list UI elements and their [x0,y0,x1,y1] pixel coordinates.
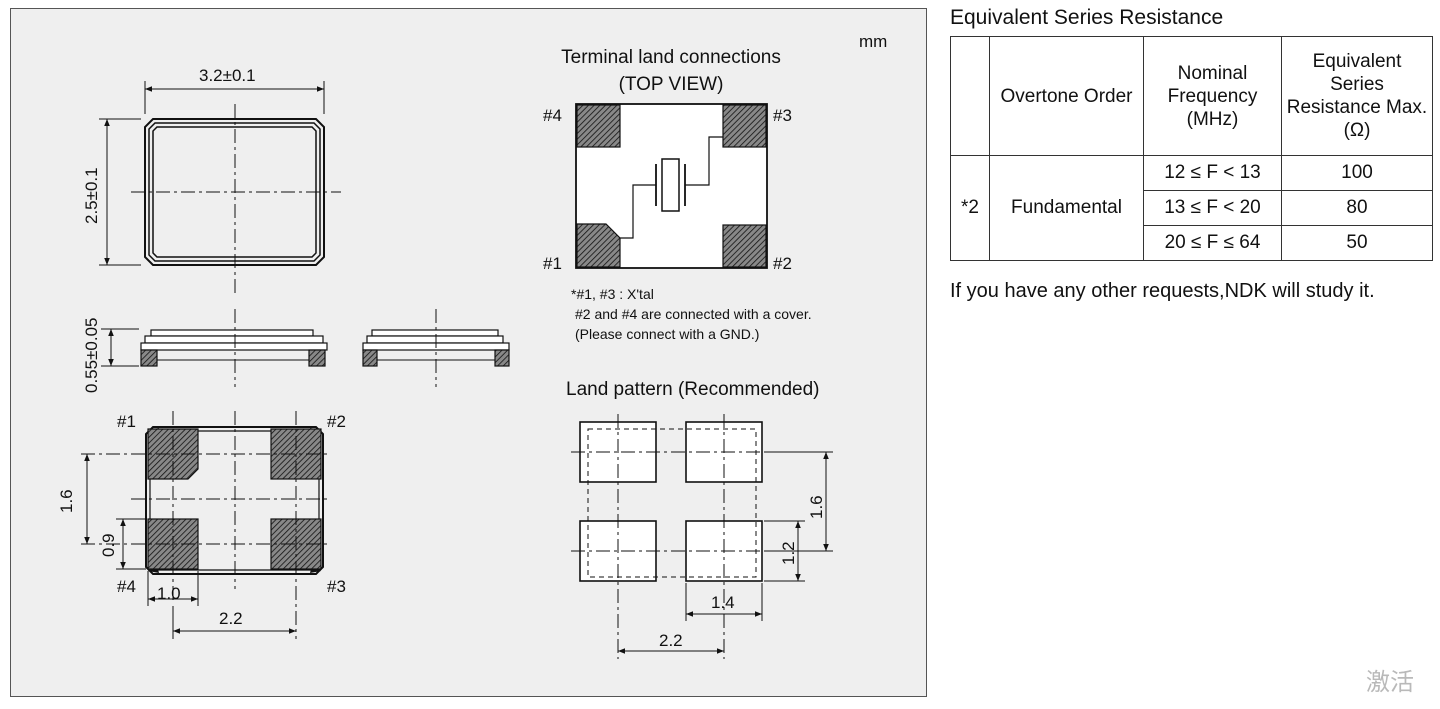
land-pad-h-dimension: 1.2 [779,541,798,565]
esr-value-cell: 100 [1281,155,1433,191]
bottom-pin-2: #2 [327,412,346,431]
esr-table-title: Equivalent Series Resistance [950,6,1224,29]
outline-top-view [99,81,341,294]
terminal-pin-3: #3 [773,106,792,125]
activation-watermark: 激活 [1366,669,1414,696]
terminal-note-3: (Please connect with a GND.) [575,326,759,342]
esr-order-cell: Fundamental [989,155,1144,261]
esr-header-frequency: Nominal Frequency (MHz) [1143,36,1282,156]
land-pitch-h-dimension: 2.2 [659,631,683,650]
table-row: 20 ≤ F ≤ 64 50 [951,225,1433,261]
bottom-pitch-v-dimension: 1.6 [57,489,76,513]
land-pattern-title: Land pattern (Recommended) [566,379,819,400]
terminal-title: Terminal land connections [561,47,781,68]
esr-frequency-cell: 12 ≤ F < 13 [1143,155,1282,191]
width-dimension: 3.2±0.1 [199,66,256,85]
terminal-pin-4: #4 [543,106,562,125]
bottom-pitch-h-dimension: 2.2 [219,609,243,628]
bottom-pad-h-dimension: 0.9 [99,533,118,557]
esr-value-cell: 80 [1281,190,1433,226]
terminal-pin-2: #2 [773,254,792,273]
side-view-right [362,309,510,387]
height-dimension: 2.5±0.1 [82,167,101,224]
land-pitch-v-dimension: 1.6 [807,495,826,519]
thickness-dimension: 0.55±0.05 [82,317,101,393]
bottom-pin-3: #3 [327,577,346,596]
esr-frequency-cell: 13 ≤ F < 20 [1143,190,1282,226]
terminal-pin-1: #1 [543,254,562,273]
terminal-note-2: #2 and #4 are connected with a cover. [575,306,812,322]
bottom-pin-1: #1 [117,412,136,431]
terminal-note-1: *#1, #3 : X'tal [571,286,654,302]
esr-mark-cell: *2 [950,155,990,261]
esr-header-resistance: Equivalent Series Resistance Max. (Ω) [1281,36,1433,156]
unit-label: mm [859,32,887,51]
esr-value-cell: 50 [1281,225,1433,261]
bottom-pad-w-dimension: 1.0 [157,584,181,603]
table-row: *2 Fundamental 12 ≤ F < 13 100 [950,155,1433,261]
side-view-left [101,309,328,387]
land-pad-w-dimension: 1.4 [711,593,735,612]
terminal-subtitle: (TOP VIEW) [619,74,724,95]
esr-header-mark [950,36,990,156]
table-row: 13 ≤ F < 20 80 [951,190,1433,226]
land-pattern [571,414,833,659]
esr-header-row: Overtone Order Nominal Frequency (MHz) E… [950,36,1433,156]
bottom-view [81,411,331,639]
dimension-drawing: mm 3.2±0.1 2.5±0.1 0.55±0.05 [10,8,927,697]
esr-footnote: If you have any other requests,NDK will … [950,280,1375,302]
esr-frequency-cell: 20 ≤ F ≤ 64 [1143,225,1282,261]
bottom-pin-4: #4 [117,577,136,596]
terminal-top-view [575,103,768,269]
esr-table: Overtone Order Nominal Frequency (MHz) E… [950,36,1433,261]
esr-header-order: Overtone Order [989,36,1144,156]
